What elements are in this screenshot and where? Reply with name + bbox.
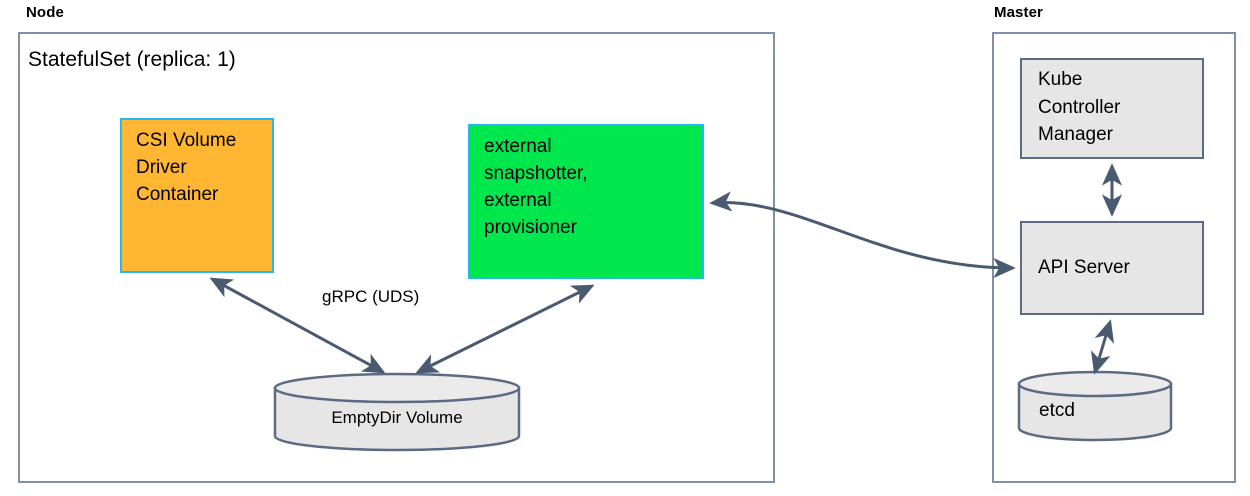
emptydir-volume-cylinder[interactable]: EmptyDir Volume <box>273 372 521 452</box>
master-group-label: Master <box>994 4 1043 21</box>
external-sidecars-box[interactable]: external snapshotter, external provision… <box>468 124 704 279</box>
kube-controller-manager-box[interactable]: Kube Controller Manager <box>1020 58 1204 159</box>
sidecar-box-line-1: external <box>484 136 552 157</box>
grpc-uds-edge-label: gRPC (UDS) <box>322 287 420 306</box>
kcm-line-3: Manager <box>1038 124 1113 146</box>
csi-box-line-1: CSI Volume <box>136 130 237 151</box>
etcd-cylinder[interactable]: etcd <box>1017 370 1173 442</box>
api-server-label: API Server <box>1038 257 1130 279</box>
statefulset-title: StatefulSet (replica: 1) <box>28 48 236 71</box>
sidecar-box-line-4: provisioner <box>484 216 577 238</box>
sidecar-box-line-3: external <box>484 189 552 211</box>
node-group-label: Node <box>26 4 64 21</box>
kcm-line-2: Controller <box>1038 96 1121 118</box>
emptydir-volume-label: EmptyDir Volume <box>331 408 463 427</box>
sidecar-box-line-2: snapshotter, <box>484 162 588 184</box>
kcm-line-1: Kube <box>1038 69 1083 90</box>
csi-box-line-3: Container <box>136 183 219 205</box>
api-server-box[interactable]: API Server <box>1020 221 1204 315</box>
etcd-label: etcd <box>1039 400 1075 421</box>
csi-box-line-2: Driver <box>136 156 187 178</box>
csi-volume-driver-container-box[interactable]: CSI Volume Driver Container <box>120 118 274 273</box>
